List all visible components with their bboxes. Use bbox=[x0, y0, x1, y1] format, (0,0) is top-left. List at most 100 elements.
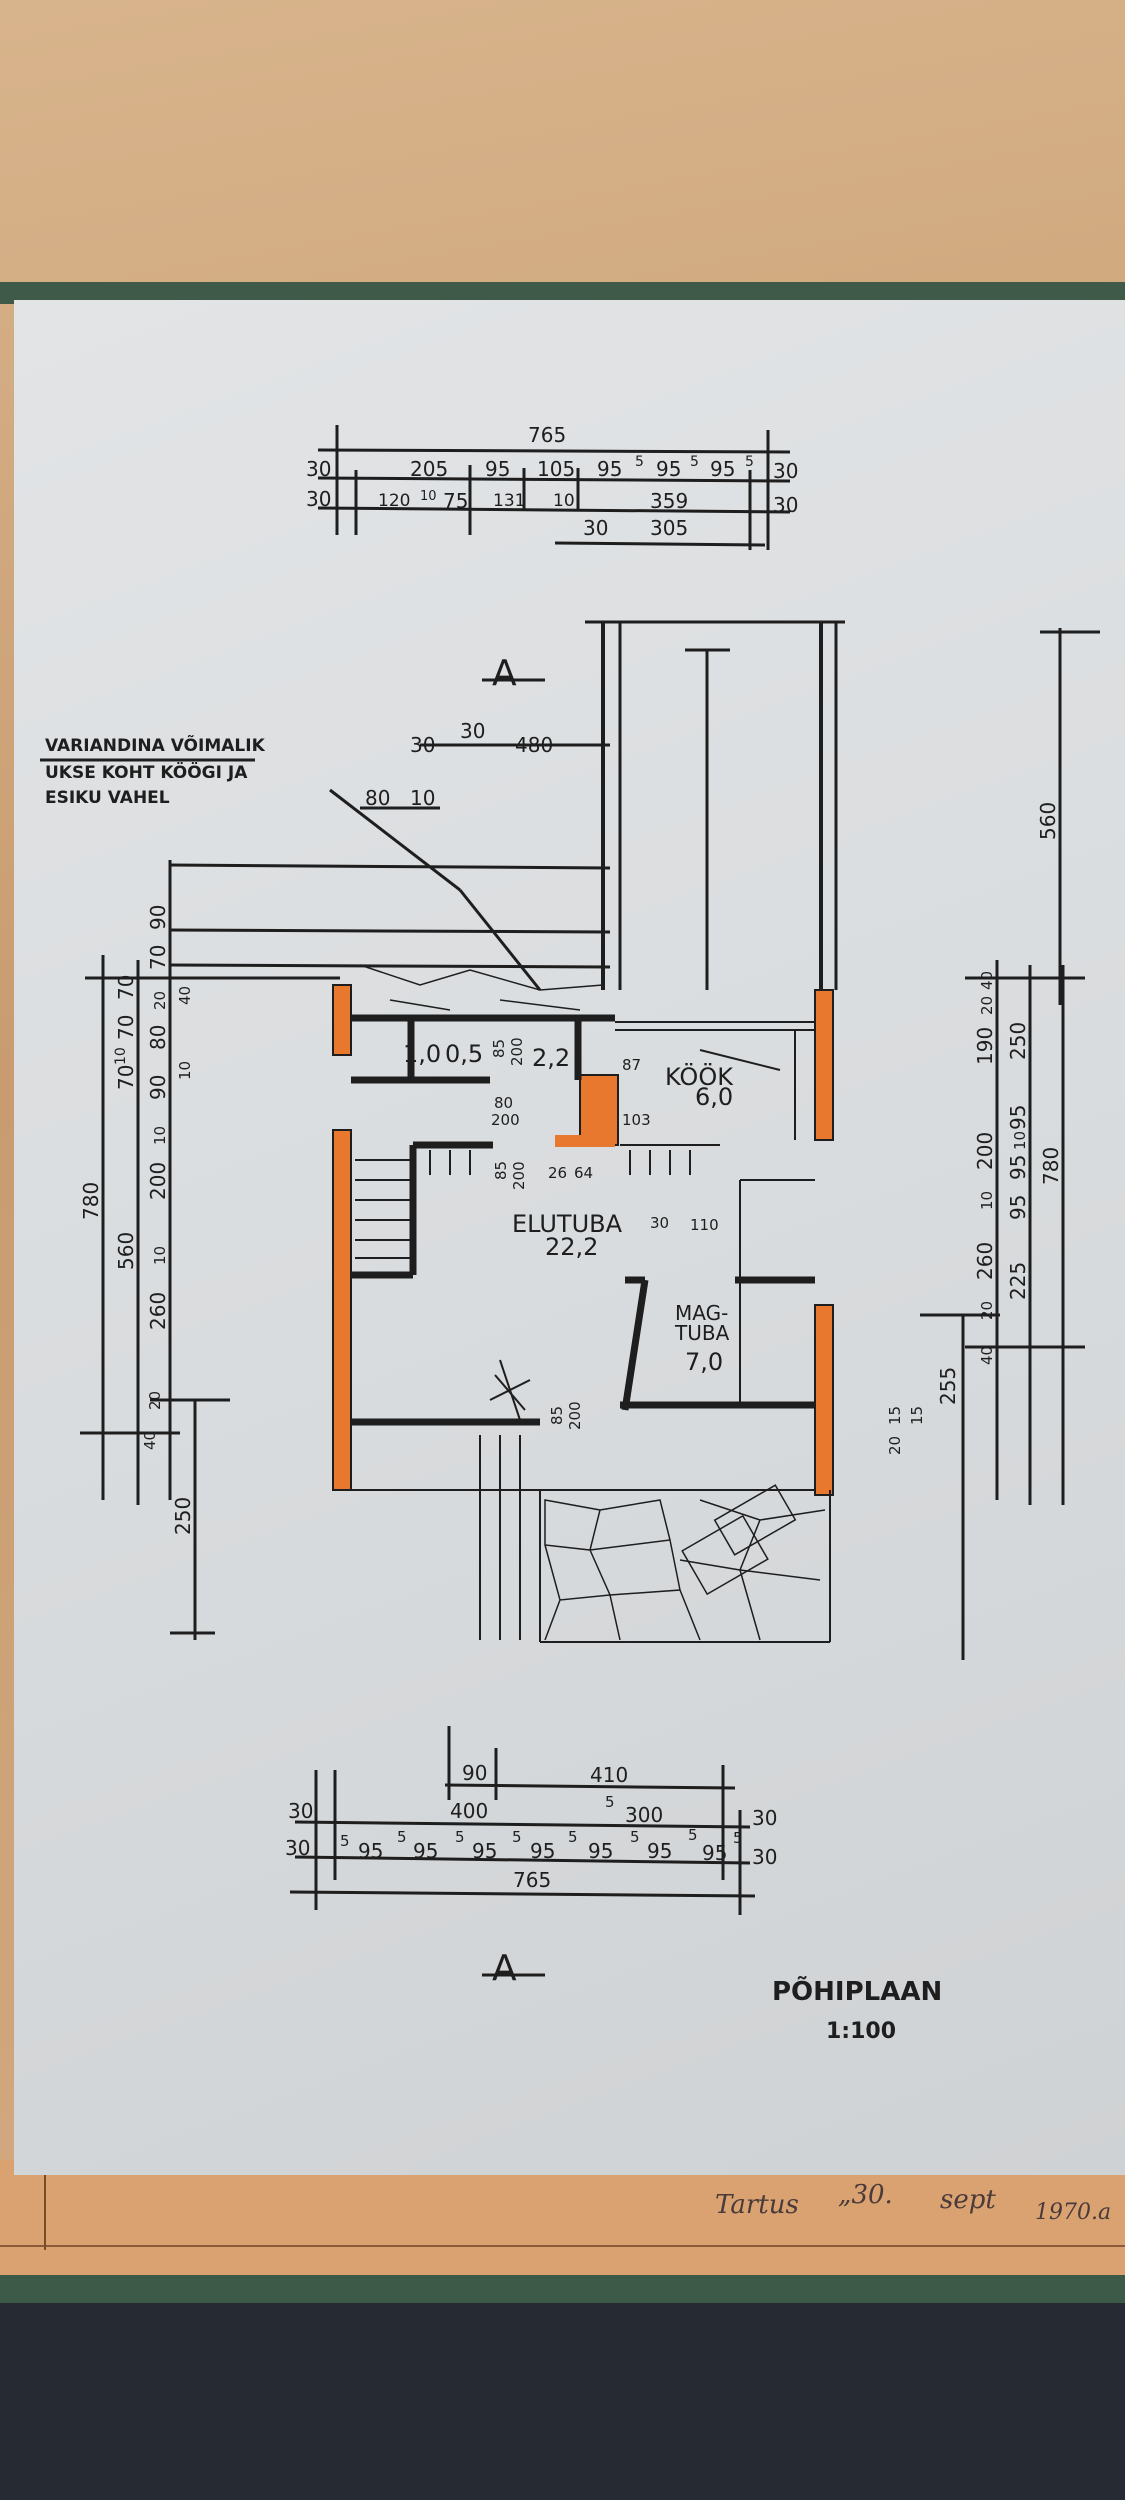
svg-text:40: 40 bbox=[141, 1431, 159, 1450]
svg-text:190: 190 bbox=[973, 1027, 997, 1065]
bottom-dimension-labels: 90 410 30 400 5 300 30 30 5 95 5 95 5 95… bbox=[285, 1761, 777, 1892]
dimension-lines bbox=[80, 425, 1100, 1915]
svg-text:64: 64 bbox=[574, 1164, 593, 1182]
svg-text:103: 103 bbox=[622, 1111, 651, 1129]
svg-text:VARIANDINA VÕIMALIK: VARIANDINA VÕIMALIK bbox=[45, 733, 266, 756]
svg-text:95: 95 bbox=[588, 1839, 613, 1863]
section-marker-top: A bbox=[492, 653, 517, 694]
svg-text:30: 30 bbox=[752, 1845, 777, 1869]
svg-text:95: 95 bbox=[413, 1839, 438, 1863]
binder-top-edge bbox=[0, 282, 1125, 304]
svg-text:90: 90 bbox=[146, 905, 170, 930]
svg-text:105: 105 bbox=[537, 457, 575, 481]
svg-text:75: 75 bbox=[443, 489, 468, 513]
svg-text:560: 560 bbox=[1036, 802, 1060, 840]
svg-text:10: 10 bbox=[1011, 1131, 1029, 1150]
svg-text:87: 87 bbox=[622, 1056, 641, 1074]
svg-text:95: 95 bbox=[656, 457, 681, 481]
svg-text:30: 30 bbox=[288, 1799, 313, 1823]
svg-text:5: 5 bbox=[455, 1828, 465, 1846]
section-marker-bottom: A bbox=[492, 1948, 517, 1989]
svg-text:765: 765 bbox=[528, 423, 566, 447]
svg-text:765: 765 bbox=[513, 1868, 551, 1892]
svg-text:120: 120 bbox=[378, 491, 410, 511]
svg-text:10: 10 bbox=[978, 1191, 996, 1210]
svg-text:30: 30 bbox=[583, 516, 608, 540]
room-area-living: 22,2 bbox=[545, 1233, 598, 1261]
svg-text:ESIKU VAHEL: ESIKU VAHEL bbox=[45, 788, 170, 808]
svg-text:200: 200 bbox=[491, 1111, 520, 1129]
card-place: Tartus bbox=[715, 2190, 799, 2220]
svg-text:5: 5 bbox=[635, 454, 644, 470]
svg-text:480: 480 bbox=[515, 733, 553, 757]
drawing-sheet bbox=[14, 300, 1125, 2175]
svg-text:26: 26 bbox=[548, 1164, 567, 1182]
svg-text:10: 10 bbox=[151, 1246, 169, 1265]
svg-text:UKSE KOHT KÖÖGI JA: UKSE KOHT KÖÖGI JA bbox=[45, 761, 248, 783]
svg-text:30: 30 bbox=[410, 733, 435, 757]
svg-text:95: 95 bbox=[530, 1839, 555, 1863]
svg-text:200: 200 bbox=[566, 1401, 584, 1430]
svg-text:15: 15 bbox=[886, 1406, 904, 1425]
svg-text:70: 70 bbox=[146, 945, 170, 970]
svg-text:10: 10 bbox=[420, 489, 437, 504]
svg-text:80: 80 bbox=[146, 1025, 170, 1050]
svg-text:131: 131 bbox=[493, 491, 525, 511]
svg-text:225: 225 bbox=[1006, 1262, 1030, 1300]
room-area: 1,0 bbox=[403, 1040, 441, 1068]
svg-text:95: 95 bbox=[710, 457, 735, 481]
svg-text:95: 95 bbox=[485, 457, 510, 481]
room-name-bedroom: MAG- bbox=[675, 1301, 728, 1325]
svg-text:90: 90 bbox=[146, 1075, 170, 1100]
svg-text:260: 260 bbox=[146, 1292, 170, 1330]
svg-text:5: 5 bbox=[512, 1828, 522, 1846]
house-walls bbox=[332, 964, 834, 1643]
binder-bottom-edge bbox=[0, 2275, 1125, 2303]
title-block-divider bbox=[44, 2170, 46, 2250]
svg-text:20: 20 bbox=[978, 1301, 996, 1320]
svg-text:95: 95 bbox=[472, 1839, 497, 1863]
svg-text:205: 205 bbox=[410, 457, 448, 481]
svg-text:780: 780 bbox=[79, 1182, 103, 1220]
svg-text:200: 200 bbox=[508, 1037, 526, 1066]
svg-text:95: 95 bbox=[1006, 1105, 1030, 1130]
right-dimension-labels: 560 40 20 190 200 10 260 20 40 250 95 10… bbox=[886, 802, 1063, 1455]
svg-text:200: 200 bbox=[146, 1162, 170, 1200]
svg-text:70: 70 bbox=[114, 1065, 138, 1090]
svg-text:80: 80 bbox=[494, 1094, 513, 1112]
svg-text:250: 250 bbox=[1006, 1022, 1030, 1060]
svg-text:95: 95 bbox=[1006, 1195, 1030, 1220]
svg-text:300: 300 bbox=[625, 1803, 663, 1827]
svg-text:95: 95 bbox=[358, 1839, 383, 1863]
svg-text:30: 30 bbox=[752, 1806, 777, 1830]
svg-text:10: 10 bbox=[151, 1126, 169, 1145]
svg-text:5: 5 bbox=[733, 1829, 743, 1847]
left-dimension-labels: 780 70 70 10 70 560 90 70 20 40 80 10 90… bbox=[79, 905, 195, 1535]
svg-text:400: 400 bbox=[450, 1799, 488, 1823]
svg-text:40: 40 bbox=[978, 971, 996, 990]
room-area: 0,5 bbox=[445, 1040, 483, 1068]
svg-text:40: 40 bbox=[978, 1346, 996, 1365]
svg-text:560: 560 bbox=[114, 1232, 138, 1270]
svg-text:70: 70 bbox=[114, 975, 138, 1000]
room-name-bedroom-2: TUBA bbox=[674, 1321, 730, 1345]
svg-text:5: 5 bbox=[745, 454, 754, 470]
svg-text:10: 10 bbox=[113, 1047, 129, 1065]
svg-text:30: 30 bbox=[285, 1836, 310, 1860]
svg-text:20: 20 bbox=[146, 1391, 164, 1410]
svg-text:20: 20 bbox=[151, 991, 169, 1010]
svg-text:30: 30 bbox=[773, 459, 798, 483]
title-block-card bbox=[0, 2160, 1125, 2285]
drawing-scale: 1:100 bbox=[826, 2019, 896, 2044]
card-year: 1970.a bbox=[1035, 2200, 1112, 2225]
svg-text:80: 80 bbox=[365, 786, 390, 810]
svg-text:10: 10 bbox=[553, 491, 575, 511]
svg-text:5: 5 bbox=[605, 1793, 615, 1811]
svg-text:260: 260 bbox=[973, 1242, 997, 1280]
svg-text:250: 250 bbox=[171, 1497, 195, 1535]
title-block-line bbox=[0, 2245, 1125, 2247]
svg-text:30: 30 bbox=[306, 457, 331, 481]
room-area-kitchen: 6,0 bbox=[695, 1083, 733, 1111]
svg-text:30: 30 bbox=[773, 493, 798, 517]
